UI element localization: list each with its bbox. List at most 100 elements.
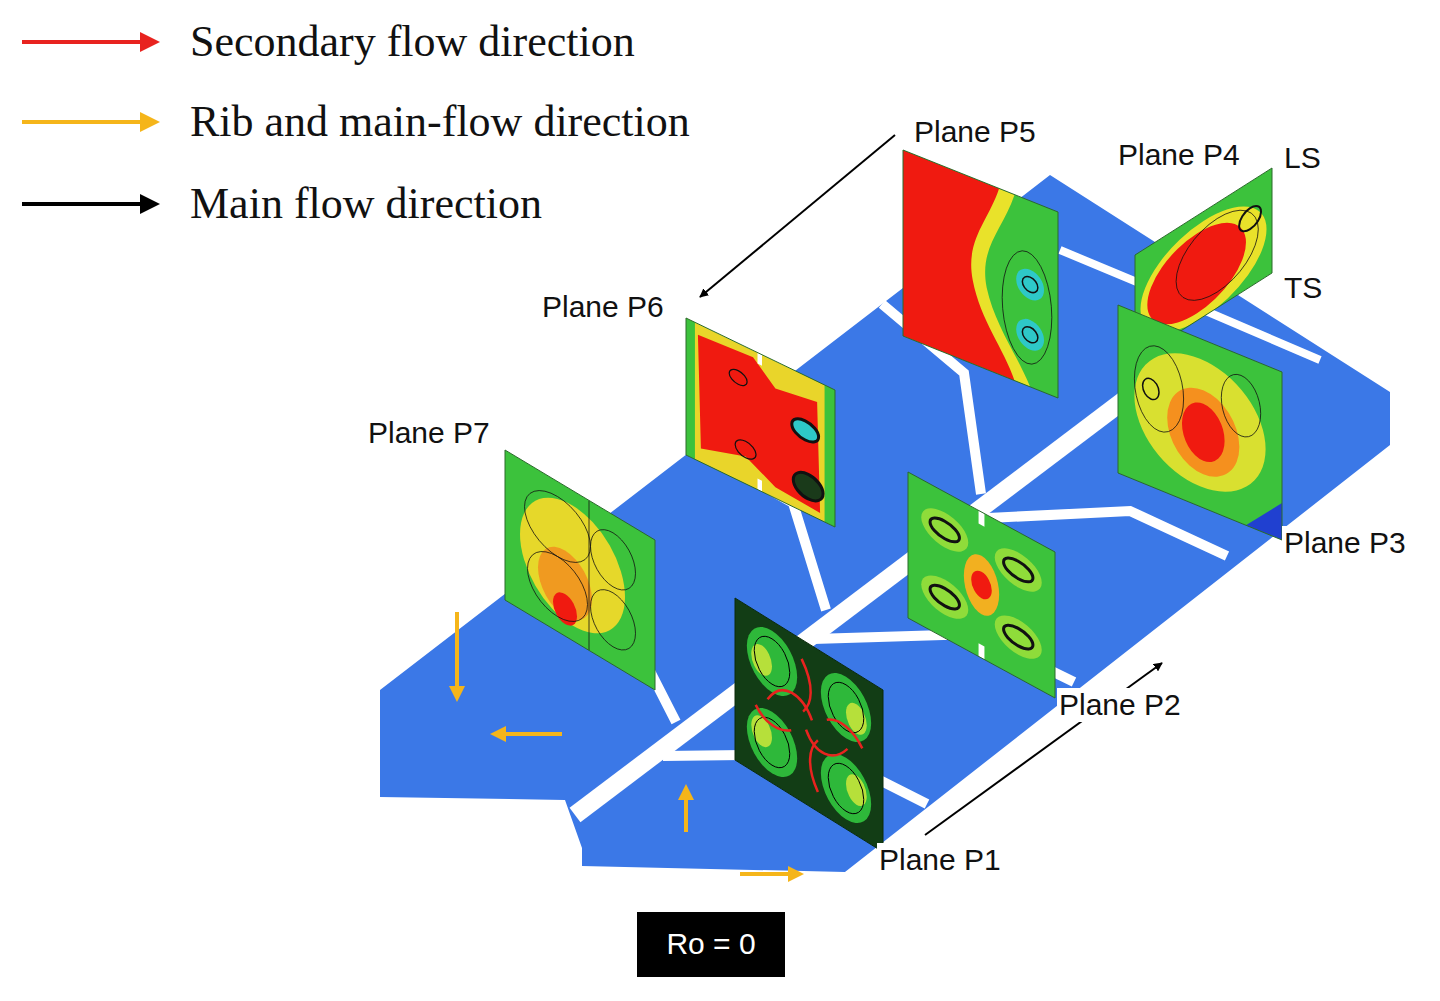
illustration-part bbox=[828, 755, 864, 822]
illustration-part bbox=[1004, 620, 1033, 654]
illustration-part bbox=[921, 500, 968, 561]
illustration-part bbox=[971, 566, 992, 603]
illustration-part bbox=[930, 513, 959, 547]
illustration-part bbox=[1016, 264, 1044, 305]
illustration-part bbox=[1002, 242, 1052, 373]
illustration-part bbox=[740, 872, 790, 876]
contour-plane bbox=[686, 318, 835, 527]
illustration-part bbox=[921, 567, 968, 628]
illustration-part bbox=[735, 598, 883, 852]
illustration-part bbox=[455, 612, 459, 688]
illustration-part bbox=[995, 540, 1042, 601]
illustration-part bbox=[686, 318, 695, 459]
illustration-part bbox=[490, 726, 506, 742]
illustration-part bbox=[589, 500, 590, 650]
illustration-part bbox=[591, 579, 636, 660]
legend-text: Main flow direction bbox=[190, 179, 542, 229]
illustration-part bbox=[504, 732, 562, 736]
contour-plane bbox=[1118, 305, 1282, 540]
illustration-part bbox=[505, 450, 655, 690]
legend-arrow-head bbox=[140, 112, 160, 132]
legend-row: Main flow direction bbox=[20, 176, 542, 232]
legend-arrow-head bbox=[140, 32, 160, 52]
plane-label: Plane P3 bbox=[1282, 526, 1408, 560]
rotation-number-box: Ro = 0 bbox=[637, 912, 785, 977]
plane-label: Plane P1 bbox=[877, 843, 1003, 877]
illustration-part bbox=[380, 175, 1390, 872]
illustration-part bbox=[525, 477, 591, 577]
illustration-part bbox=[686, 318, 835, 527]
illustration-part bbox=[1004, 553, 1033, 587]
leader-arrows bbox=[700, 135, 1162, 835]
illustration-part bbox=[930, 580, 959, 614]
illustration-part bbox=[1182, 395, 1225, 470]
illustration-part bbox=[1176, 192, 1258, 318]
illustration-part bbox=[1167, 376, 1239, 489]
illustration-part bbox=[821, 661, 871, 754]
legend-text: Secondary flow direction bbox=[190, 17, 635, 67]
legend-arrow-sample bbox=[20, 94, 170, 150]
illustration-part bbox=[1118, 305, 1282, 540]
illustration-part bbox=[903, 150, 1015, 381]
illustration-part bbox=[810, 735, 818, 792]
illustration-part bbox=[528, 539, 588, 635]
illustration-part bbox=[538, 534, 592, 632]
plane-label: Plane P6 bbox=[540, 290, 666, 324]
legend-text: Rib and main-flow direction bbox=[190, 97, 690, 147]
illustration-part bbox=[903, 150, 1030, 387]
illustration-part bbox=[735, 598, 883, 852]
illustration-part bbox=[700, 135, 895, 297]
illustration-part bbox=[828, 674, 864, 741]
illustration-part bbox=[754, 628, 790, 695]
legend-arrow-sample bbox=[20, 176, 170, 232]
illustration-part bbox=[1134, 332, 1265, 513]
illustration-part bbox=[802, 659, 811, 716]
contour-plane bbox=[908, 472, 1055, 698]
illustration-part bbox=[1118, 305, 1282, 540]
illustration-part bbox=[735, 436, 756, 463]
illustration-part bbox=[792, 414, 819, 446]
legend-arrow-head bbox=[140, 194, 160, 214]
illustration-part bbox=[1016, 314, 1044, 355]
illustration-part bbox=[792, 414, 819, 446]
legend-row: Secondary flow direction bbox=[20, 14, 635, 70]
illustration-part bbox=[735, 598, 883, 852]
illustration-part bbox=[788, 866, 804, 882]
illustration-part bbox=[1022, 274, 1038, 295]
illustration-part bbox=[686, 318, 835, 527]
legend-arrow-line bbox=[22, 120, 144, 124]
illustration-part bbox=[793, 467, 823, 506]
illustration-part bbox=[1118, 305, 1282, 540]
illustration-part bbox=[1134, 337, 1183, 441]
illustration-part bbox=[793, 467, 823, 506]
illustration-part bbox=[754, 709, 790, 776]
legend-arrow-sample bbox=[20, 14, 170, 70]
illustration-part bbox=[1143, 376, 1159, 403]
illustration-part bbox=[505, 450, 655, 690]
illustration-part bbox=[684, 796, 688, 832]
illustration-part bbox=[520, 474, 625, 657]
illustration-part bbox=[505, 450, 655, 690]
flow-arrows bbox=[449, 612, 804, 882]
illustration-part bbox=[747, 696, 797, 789]
contour-plane bbox=[505, 450, 655, 690]
plane-label: Plane P5 bbox=[912, 115, 1038, 149]
legend-row: Rib and main-flow direction bbox=[20, 94, 690, 150]
legend-arrow-line bbox=[22, 40, 144, 44]
illustration-part bbox=[553, 587, 577, 631]
illustration-part bbox=[1221, 367, 1260, 444]
illustration-part bbox=[591, 519, 636, 600]
channel-floor bbox=[380, 175, 1390, 872]
illustration-part bbox=[908, 472, 1055, 698]
illustration-part bbox=[756, 705, 792, 737]
legend-arrow-line bbox=[22, 202, 144, 206]
side-label: TS bbox=[1282, 271, 1324, 305]
side-label: LS bbox=[1282, 141, 1323, 175]
illustration-part bbox=[1022, 324, 1038, 345]
illustration-part bbox=[908, 472, 1055, 698]
contour-plane bbox=[735, 598, 883, 852]
plane-label: Plane P4 bbox=[1116, 138, 1242, 172]
illustration-part bbox=[827, 714, 863, 748]
illustration-part bbox=[768, 678, 812, 727]
